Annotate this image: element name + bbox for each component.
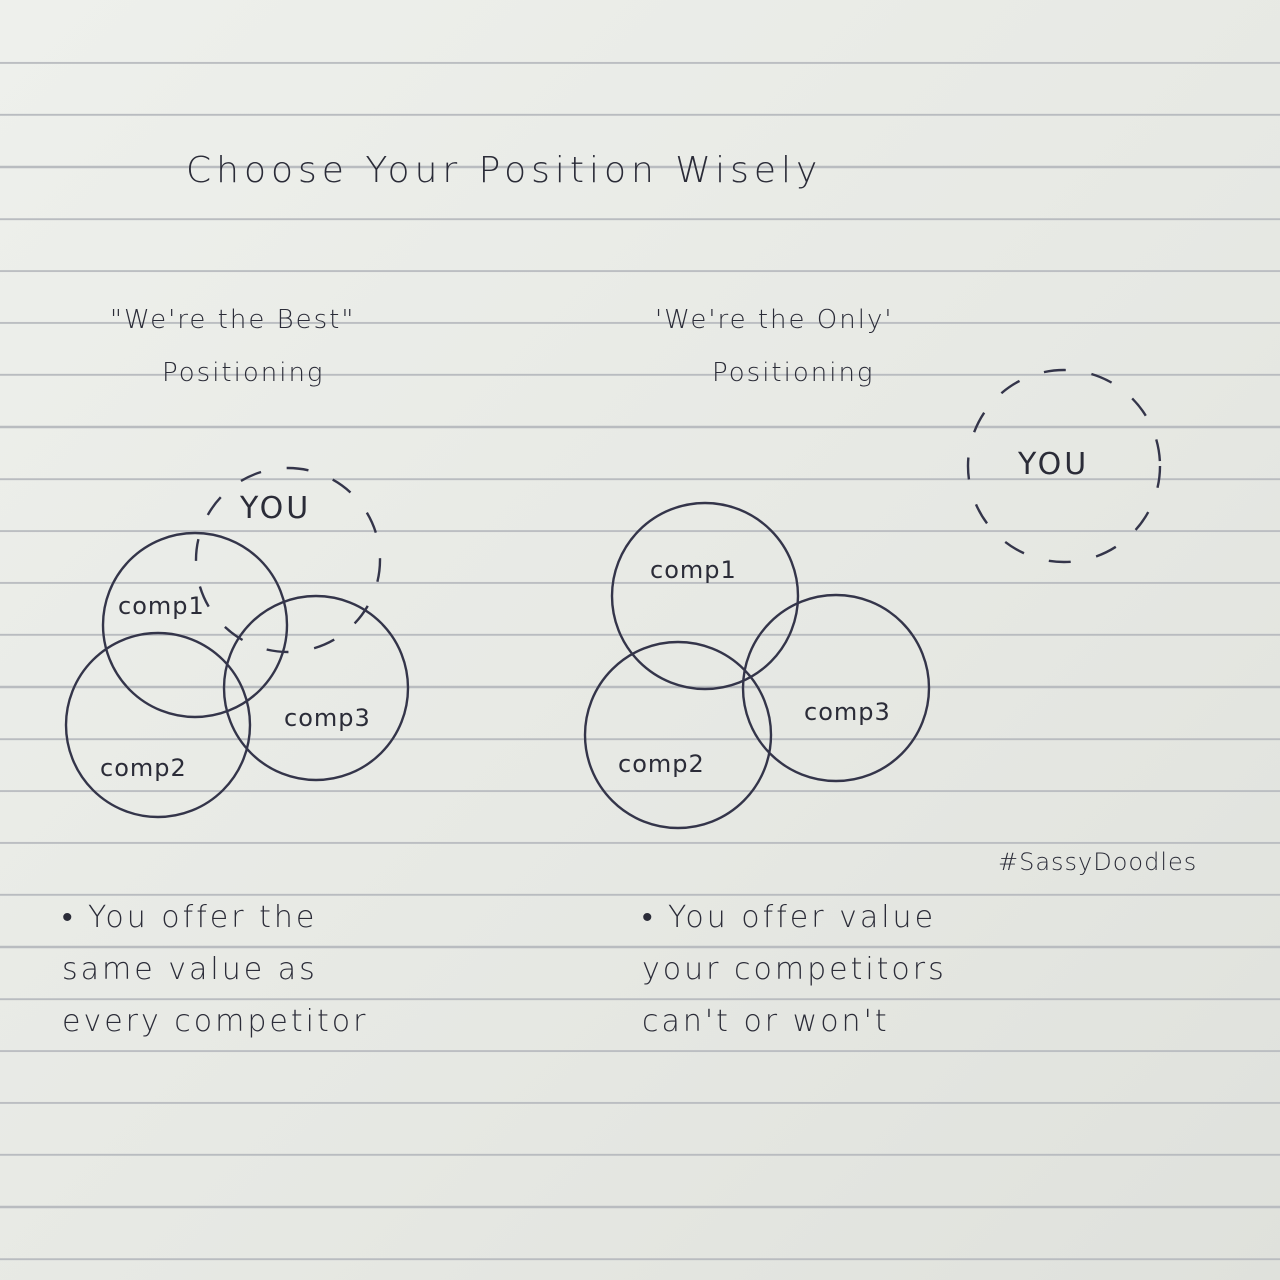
right-note-line1: • You offer value [642, 900, 937, 935]
signature-hashtag: #SassyDoodles [998, 848, 1198, 876]
right-comp2-label: comp2 [618, 750, 705, 778]
right-diagram: YOU comp1 comp2 comp3 [583, 368, 1162, 830]
left-note-line2: same value as [62, 952, 318, 987]
left-heading-line2: Positioning [162, 358, 325, 388]
left-comp3-label: comp3 [284, 704, 371, 732]
right-comp1-circle [610, 501, 800, 691]
left-diagram: YOU comp1 comp2 comp3 [64, 466, 410, 819]
left-you-circle [194, 466, 382, 654]
right-comp3-label: comp3 [804, 698, 891, 726]
left-note-line1: • You offer the [62, 900, 318, 935]
left-note: • You offer the same value as every comp… [62, 892, 368, 1048]
left-comp1-label: comp1 [118, 592, 205, 620]
left-comp2-label: comp2 [100, 754, 187, 782]
right-comp2-circle [583, 640, 773, 830]
right-comp1-label: comp1 [650, 556, 737, 584]
right-comp3-circle [741, 593, 931, 783]
page-title: Choose Your Position Wisely [186, 150, 823, 191]
right-note: • You offer value your competitors can't… [642, 892, 947, 1048]
left-you-label: YOU [239, 491, 311, 526]
right-note-line3: can't or won't [642, 1004, 890, 1039]
right-heading-line2: Positioning [712, 358, 875, 388]
right-you-label: YOU [1017, 447, 1089, 482]
left-comp1-circle [101, 531, 289, 719]
right-you-circle [966, 368, 1162, 564]
left-comp2-circle [64, 631, 252, 819]
left-comp3-circle [222, 594, 410, 782]
left-note-line3: every competitor [62, 1004, 369, 1039]
right-note-line2: your competitors [642, 952, 947, 987]
right-heading-line1: 'We're the Only' [655, 305, 894, 335]
left-heading-line1: "We're the Best" [110, 305, 356, 335]
